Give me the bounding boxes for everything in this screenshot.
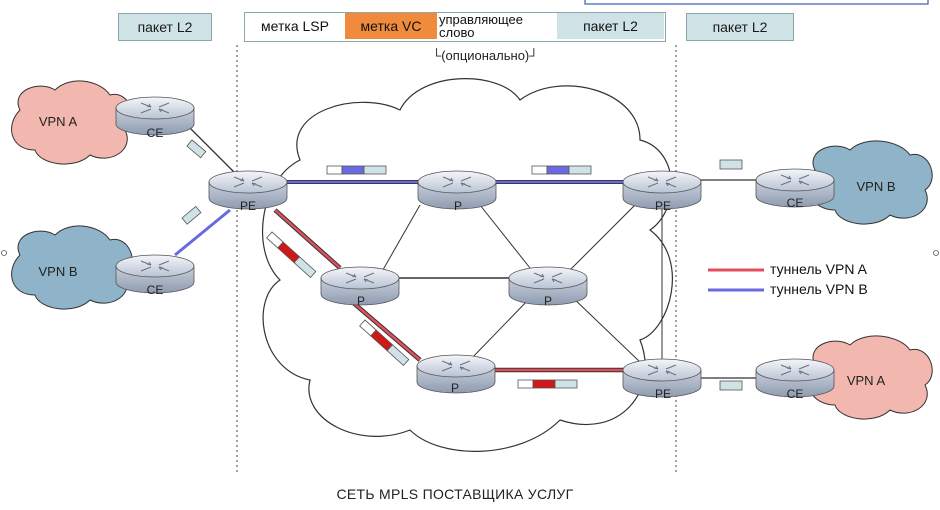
lsp-label-segment: метка LSP bbox=[245, 13, 345, 39]
packet-icon-red-2 bbox=[359, 319, 410, 366]
link-p3-pe3 bbox=[569, 294, 641, 363]
router-ce-a-left-top bbox=[115, 96, 195, 120]
router-pe-left-top bbox=[208, 170, 288, 194]
edge-marker-left bbox=[1, 250, 7, 256]
packet-icon-ce-b bbox=[181, 205, 202, 225]
link-p3-pe2 bbox=[569, 199, 641, 271]
router-p-mid-left-arrows-icon bbox=[345, 272, 375, 284]
router-ce-b-left-arrows-icon bbox=[140, 260, 170, 272]
l2-packet-frame-text: пакет L2 bbox=[583, 18, 638, 34]
tunnel-a-p1-p4-color bbox=[349, 299, 421, 361]
router-label-ce-a-left: CE bbox=[146, 126, 164, 140]
legend-tunnel-b: туннель VPN B bbox=[770, 281, 868, 297]
packet-icon-blue-1 bbox=[326, 165, 387, 175]
router-label-ce-right-top: CE bbox=[786, 196, 804, 210]
router-label-p-top: P bbox=[453, 199, 462, 213]
router-p-bottom-top bbox=[416, 354, 496, 378]
router-pe-right-top-top bbox=[622, 170, 702, 194]
router-label-pe-right-top: PE bbox=[654, 199, 671, 213]
cloud-label-vpn-a-right: VPN A bbox=[846, 373, 886, 388]
router-label-pe-left: PE bbox=[239, 199, 256, 213]
router-label-pe-right-bottom: PE bbox=[654, 387, 671, 401]
router-ce-right-top-top bbox=[755, 168, 835, 192]
packet-icon-ce-vpnb-right bbox=[719, 159, 743, 170]
cloud-vpn-b-right bbox=[807, 140, 933, 225]
l2-packet-right: пакет L2 bbox=[686, 13, 794, 41]
tunnel-a-pe-p1-color bbox=[274, 209, 341, 269]
cloud-label-vpn-b-left: VPN B bbox=[38, 264, 78, 279]
router-p-bottom bbox=[416, 354, 496, 394]
control-word-segment: управляющее слово bbox=[437, 13, 557, 39]
link-p1-p2 bbox=[379, 204, 421, 276]
packet-icon-blue-2 bbox=[531, 165, 592, 175]
router-p-mid-right-top bbox=[508, 266, 588, 290]
optional-note: └(опционально)┘ bbox=[432, 48, 538, 63]
router-p-top bbox=[417, 170, 497, 210]
l2-packet-right-text: пакет L2 bbox=[712, 19, 768, 35]
router-p-mid-right-arrows-icon bbox=[533, 272, 563, 284]
network-title: СЕТЬ MPLS ПОСТАВЩИКА УСЛУГ bbox=[336, 486, 574, 502]
router-ce-b-left-top bbox=[115, 254, 195, 278]
router-ce-a-left bbox=[115, 96, 195, 136]
router-pe-right-bottom-arrows-icon bbox=[647, 364, 677, 376]
router-ce-b-left bbox=[115, 254, 195, 294]
router-pe-right-bottom-top bbox=[622, 358, 702, 382]
router-p-mid-right bbox=[508, 266, 588, 306]
router-label-p-mid-right: P bbox=[543, 294, 552, 308]
l2-packet-left-text: пакет L2 bbox=[137, 19, 193, 35]
optional-bracket-right: ┘ bbox=[529, 48, 539, 63]
cloud-label-vpn-a-left: VPN A bbox=[38, 114, 78, 129]
packet-icon-red-1 bbox=[266, 231, 317, 278]
vc-label-text: метка VC bbox=[360, 18, 422, 34]
router-p-top-top bbox=[417, 170, 497, 194]
legend-tunnel-a: туннель VPN A bbox=[770, 261, 867, 277]
packet-icon-ce-a bbox=[186, 139, 207, 159]
router-ce-a-left-arrows-icon bbox=[140, 102, 170, 114]
link-p2-p3 bbox=[479, 204, 531, 269]
router-pe-left-arrows-icon bbox=[233, 176, 263, 188]
router-pe-left bbox=[208, 170, 288, 210]
router-ce-right-top-arrows-icon bbox=[780, 174, 810, 186]
vc-label-segment: метка VC bbox=[345, 13, 437, 39]
router-ce-right-top bbox=[755, 168, 835, 208]
router-ce-right-bottom-top bbox=[755, 358, 835, 382]
edge-marker-right bbox=[933, 250, 939, 256]
corner-window-frame bbox=[584, 0, 929, 5]
tunnel-b-ce-pe bbox=[174, 208, 231, 257]
router-p-bottom-arrows-icon bbox=[441, 360, 471, 372]
lsp-label-text: метка LSP bbox=[261, 18, 329, 34]
routers-layer bbox=[115, 96, 835, 398]
cloud-vpn-a-right bbox=[807, 335, 933, 420]
control-word-text: управляющее слово bbox=[439, 12, 523, 40]
router-p-mid-left-top bbox=[320, 266, 400, 290]
optional-note-text: (опционально) bbox=[441, 48, 530, 63]
router-label-p-mid-left: P bbox=[356, 294, 365, 308]
router-ce-right-bottom-arrows-icon bbox=[780, 364, 810, 376]
link-p3-p4 bbox=[469, 297, 531, 361]
mpls-frame bbox=[244, 12, 666, 42]
router-ce-right-bottom bbox=[755, 358, 835, 398]
router-p-top-arrows-icon bbox=[442, 176, 472, 188]
router-pe-right-bottom bbox=[622, 358, 702, 398]
router-p-mid-left bbox=[320, 266, 400, 306]
packet-icon-red-3 bbox=[517, 379, 578, 389]
router-pe-right-top bbox=[622, 170, 702, 210]
l2-packet-frame-segment: пакет L2 bbox=[557, 13, 664, 39]
mpls-cloud bbox=[261, 78, 673, 452]
packet-icon-ce-vpna-right bbox=[719, 380, 743, 391]
l2-packet-left: пакет L2 bbox=[118, 13, 212, 41]
router-label-p-bottom: P bbox=[450, 381, 459, 395]
cloud-label-vpn-b-right: VPN B bbox=[856, 179, 896, 194]
router-label-ce-right-bottom: CE bbox=[786, 387, 804, 401]
router-label-ce-b-left: CE bbox=[146, 283, 164, 297]
router-pe-right-top-arrows-icon bbox=[647, 176, 677, 188]
optional-bracket-left: └ bbox=[432, 48, 442, 63]
